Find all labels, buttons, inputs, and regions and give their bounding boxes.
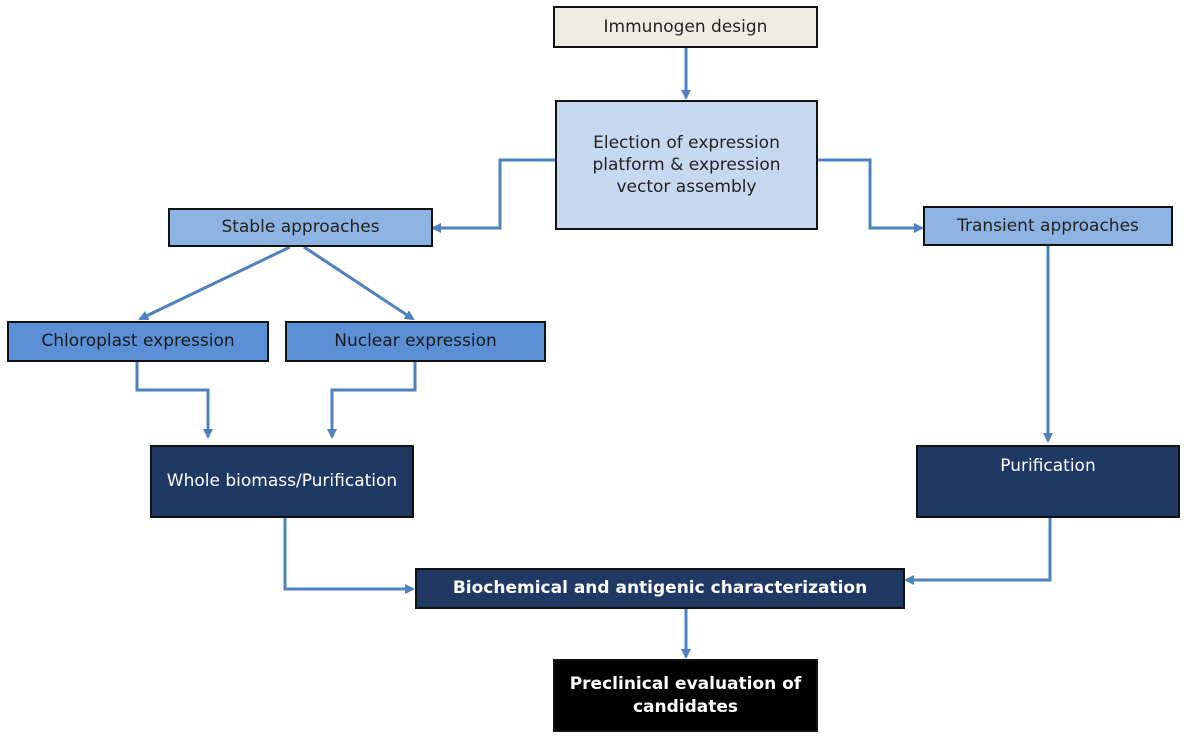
node-stable-approaches: Stable approaches	[168, 208, 433, 247]
arrow-whole-to-biochemical	[283, 518, 415, 594]
node-biochemical-characterization-label: Biochemical and antigenic characterizati…	[452, 578, 868, 599]
node-immunogen-design-label: Immunogen design	[603, 16, 768, 37]
arrow-election-to-stable	[431, 158, 555, 233]
node-whole-biomass-purification: Whole biomass/Purification	[150, 445, 414, 518]
arrow-stable-to-chloroplast	[138, 245, 291, 321]
arrow-nuclear-to-whole	[327, 362, 417, 439]
node-preclinical-evaluation-label: Preclinical evaluation of candidates	[569, 674, 802, 717]
arrow-election-to-transient	[818, 158, 924, 233]
node-transient-approaches: Transient approaches	[923, 206, 1173, 246]
node-nuclear-expression-label: Nuclear expression	[334, 331, 497, 352]
node-transient-approaches-label: Transient approaches	[957, 215, 1139, 236]
node-biochemical-characterization: Biochemical and antigenic characterizati…	[415, 568, 905, 609]
node-preclinical-evaluation: Preclinical evaluation of candidates	[553, 659, 818, 732]
node-whole-biomass-purification-label: Whole biomass/Purification	[166, 471, 398, 492]
arrow-purification-to-biochemical	[904, 518, 1052, 585]
node-election-platform: Election of expression platform & expres…	[555, 100, 818, 230]
node-election-platform-label: Election of expression platform & expres…	[592, 132, 781, 198]
arrow-stable-to-nuclear	[303, 245, 415, 321]
node-stable-approaches-label: Stable approaches	[221, 217, 380, 238]
arrow-chloroplast-to-whole	[135, 362, 213, 439]
node-chloroplast-expression: Chloroplast expression	[7, 321, 269, 362]
node-immunogen-design: Immunogen design	[553, 6, 818, 48]
node-chloroplast-expression-label: Chloroplast expression	[41, 331, 235, 352]
node-nuclear-expression: Nuclear expression	[285, 321, 546, 362]
node-purification-label: Purification	[1000, 456, 1096, 476]
node-purification: Purification	[916, 445, 1180, 518]
